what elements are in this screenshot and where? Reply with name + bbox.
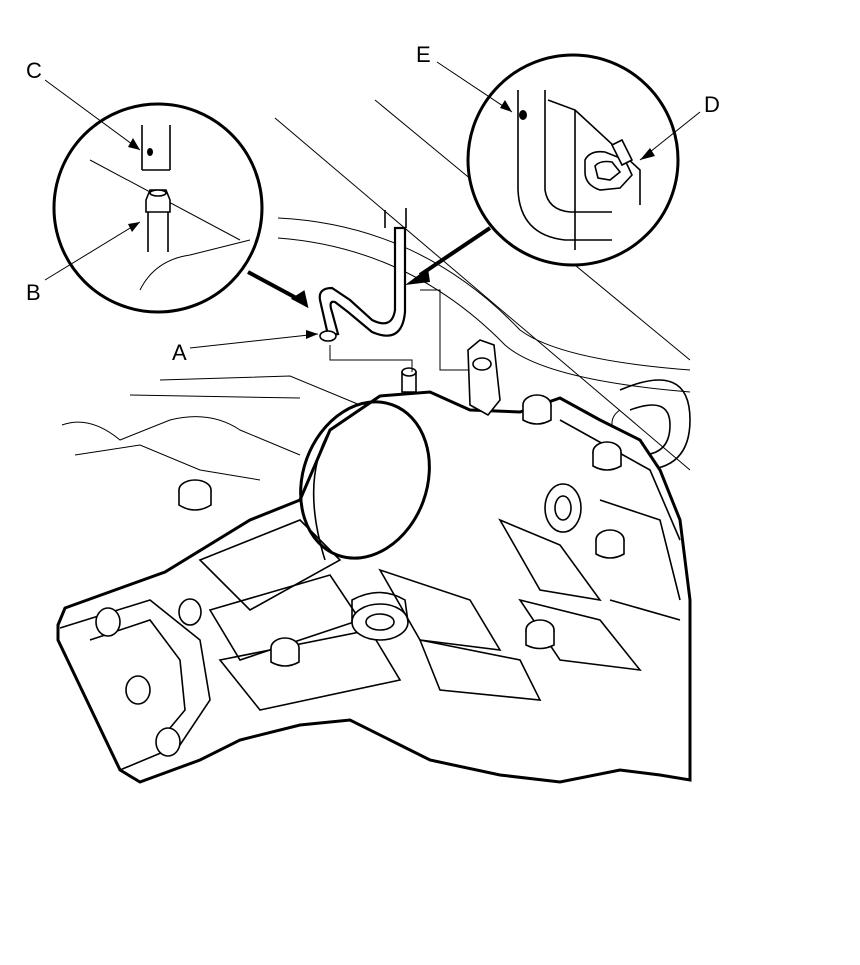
bolt-2: [270, 637, 300, 667]
hose-clip-bracket: [467, 339, 501, 417]
hose-clip: [584, 138, 634, 191]
bolt-6: [525, 619, 555, 650]
differential-housing: [56, 289, 692, 784]
bolt-5: [595, 529, 625, 559]
frame-rails: [61, 99, 691, 481]
bolt-1: [178, 479, 212, 511]
breather-hose: [318, 208, 407, 342]
label-d: D: [704, 92, 720, 117]
detail-circle-left: [52, 102, 309, 314]
breather-nipple: [145, 189, 171, 252]
callout-leaders: [44, 61, 701, 349]
side-boss: [544, 483, 582, 533]
label-e: E: [416, 42, 431, 67]
label-a: A: [172, 340, 187, 365]
bolt-3: [522, 394, 552, 425]
drain-plug-boss: [351, 591, 409, 641]
breather-fitting: [401, 367, 417, 393]
label-b: B: [26, 280, 41, 305]
detail-circle-right: [405, 53, 680, 285]
label-c: C: [26, 58, 42, 83]
bolt-4: [592, 441, 622, 471]
